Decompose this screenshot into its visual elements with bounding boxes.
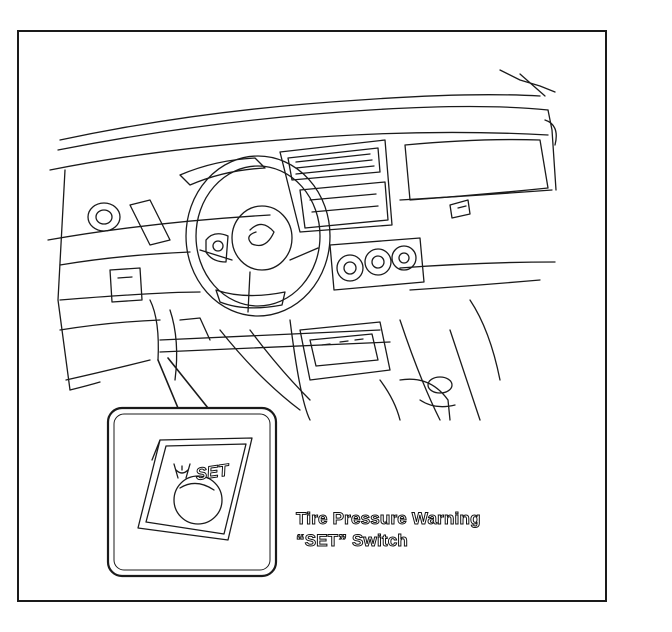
lower-console (289, 299, 501, 421)
tire-warning-icon (173, 463, 191, 479)
center-console (279, 139, 393, 233)
left-vent (87, 202, 121, 232)
callout-line-1: Tire Pressure Warning (296, 509, 481, 529)
callout-pointer (157, 357, 209, 409)
glove-box (404, 138, 549, 219)
instrument-hood (179, 157, 266, 186)
steering-wheel (185, 155, 331, 317)
callout-line-2: “SET” Switch (296, 531, 409, 551)
callout-label: Tire Pressure Warning “SET” Switch (296, 508, 481, 552)
set-switch (137, 437, 253, 541)
climate-knobs (329, 237, 425, 291)
dash-top-lines (57, 69, 557, 191)
under-dash (149, 299, 311, 411)
dashboard-body (47, 131, 556, 391)
left-panel (109, 199, 171, 303)
